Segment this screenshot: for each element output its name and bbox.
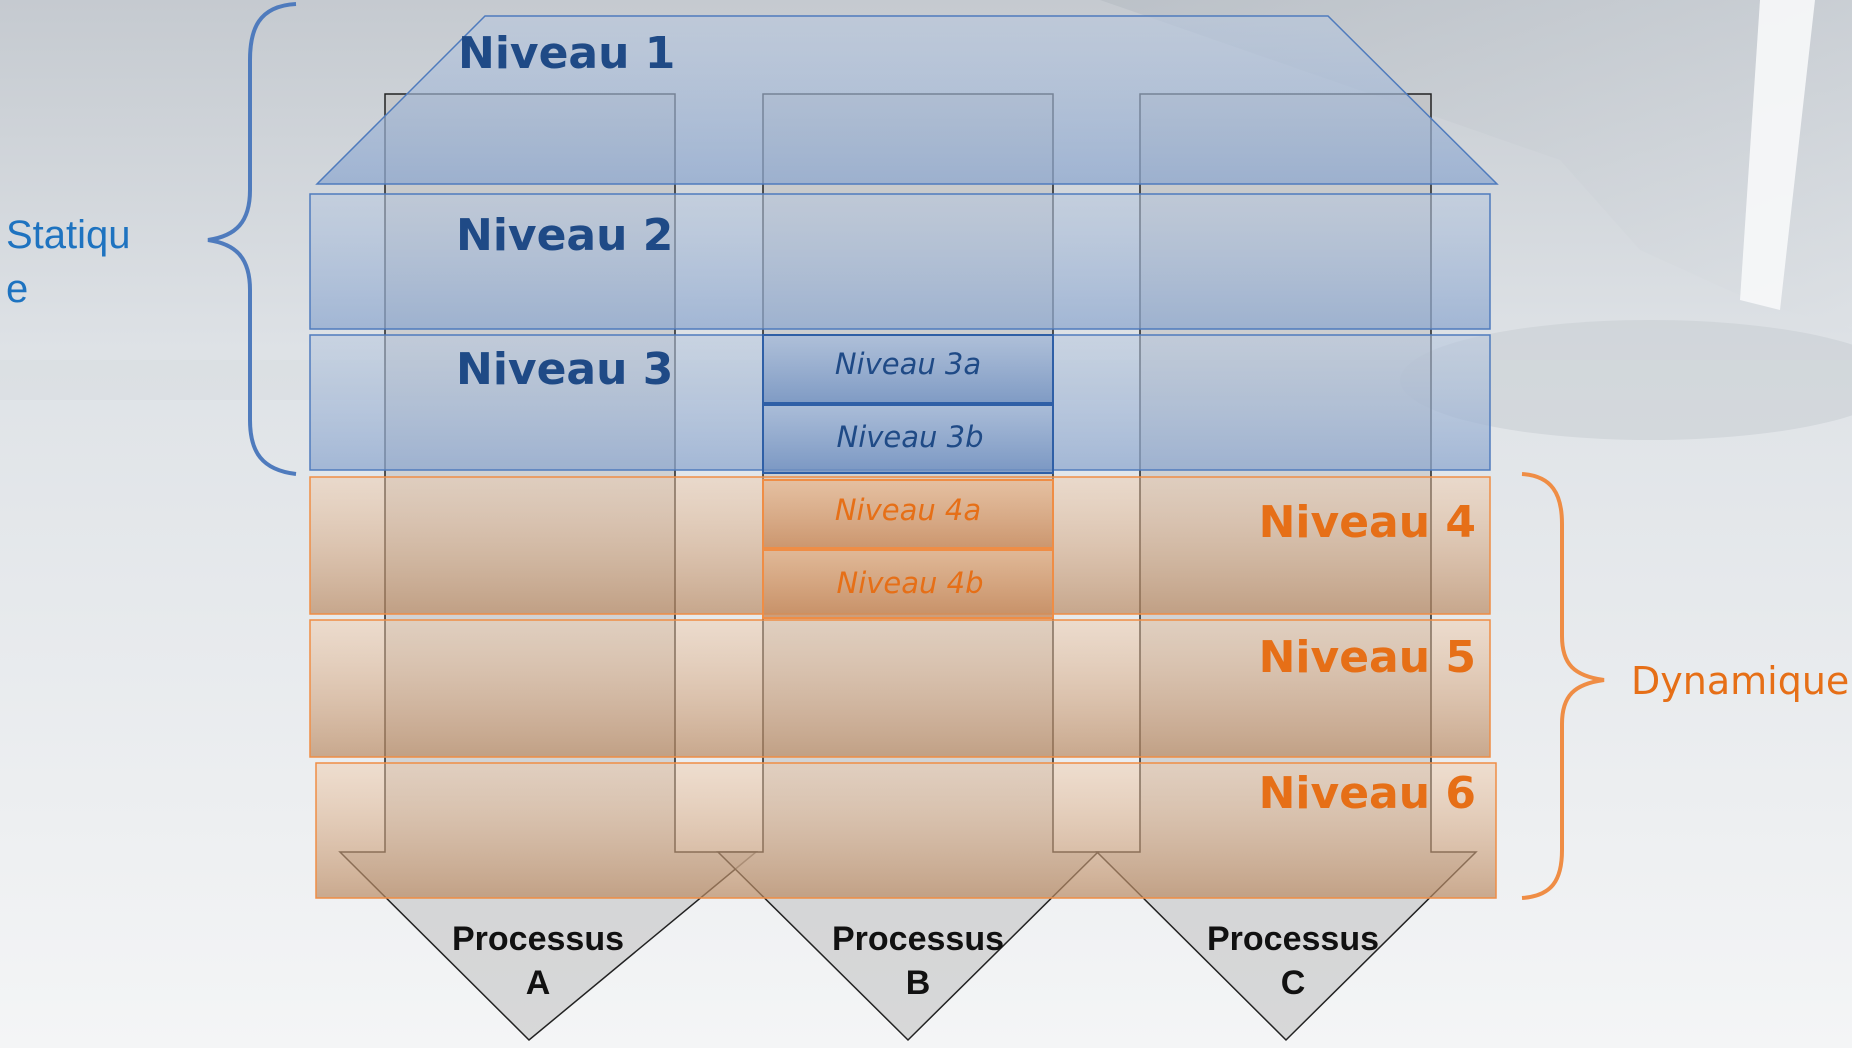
level-4-label: Niveau 4 bbox=[1259, 497, 1476, 548]
level-6-band bbox=[315, 762, 1497, 899]
dynamic-brace bbox=[1521, 472, 1605, 900]
level-3b-label: Niveau 3b bbox=[837, 420, 984, 454]
level-3-label: Niveau 3 bbox=[456, 344, 673, 395]
process-a-label-line2: A bbox=[526, 964, 551, 1002]
level-5-band bbox=[309, 619, 1491, 758]
level-3b-box bbox=[762, 404, 1054, 474]
level-4a-label: Niveau 4a bbox=[835, 493, 981, 527]
process-a-label-line1: Processus bbox=[452, 920, 624, 958]
process-c-label-line2: C bbox=[1281, 964, 1306, 1002]
level-5-label: Niveau 5 bbox=[1259, 632, 1476, 683]
level-2-band bbox=[309, 193, 1491, 330]
dynamic-group-label: Dynamique bbox=[1631, 659, 1849, 703]
process-b-label-line2: B bbox=[906, 964, 931, 1002]
level-4b-label: Niveau 4b bbox=[837, 566, 984, 600]
process-c-label-line1: Processus bbox=[1207, 920, 1379, 958]
static-group-label-line1: Statiqu bbox=[6, 213, 131, 257]
level-1-label: Niveau 1 bbox=[458, 28, 675, 79]
level-2-label: Niveau 2 bbox=[456, 210, 673, 261]
level-3a-label: Niveau 3a bbox=[835, 347, 981, 381]
level-3a-box bbox=[762, 334, 1054, 404]
level-4b-box bbox=[762, 549, 1054, 619]
level-4a-box bbox=[762, 479, 1054, 549]
static-brace bbox=[207, 2, 297, 476]
level-6-label: Niveau 6 bbox=[1259, 768, 1476, 819]
static-group-label-line2: e bbox=[6, 267, 28, 311]
level-1-band bbox=[315, 15, 1499, 185]
process-b-label-line1: Processus bbox=[832, 920, 1004, 958]
